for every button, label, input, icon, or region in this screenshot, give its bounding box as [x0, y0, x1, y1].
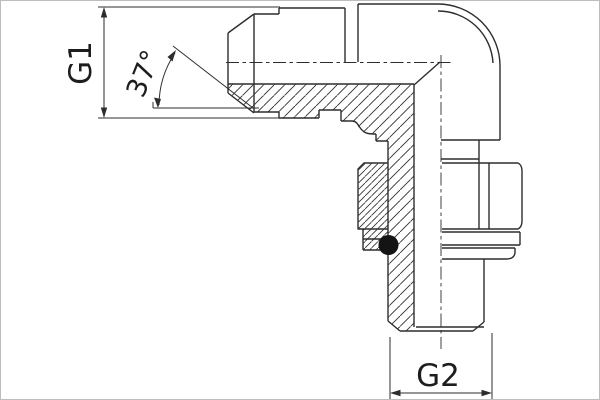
g2-extension-lines [389, 333, 493, 399]
bore-lines [228, 61, 441, 327]
hex-locknut [442, 162, 523, 230]
g1-label: G1 [63, 41, 99, 85]
angle-arrow-bottom [154, 97, 161, 108]
flare-cone [227, 13, 255, 114]
male-thread-top [254, 3, 438, 62]
body-section-hatch [228, 84, 414, 331]
g2-arrow-left [390, 389, 401, 397]
g2-dimension: G2 [389, 333, 493, 399]
body-right-wall [441, 66, 501, 163]
washer-ring-right [442, 231, 521, 260]
angle-label: 37° [121, 46, 168, 102]
g1-arrow-top [100, 7, 108, 18]
locknut-section-hatch [358, 163, 388, 250]
angle-baseline [152, 102, 259, 109]
o-ring [378, 235, 399, 255]
g1-dimension: G1 [63, 6, 280, 119]
fitting-outline [227, 3, 523, 332]
section-hatching [228, 84, 414, 331]
g1-arrow-bottom [100, 107, 108, 118]
centerlines [226, 55, 453, 349]
g2-label: G2 [416, 358, 460, 394]
elbow-bend [437, 3, 501, 67]
section-profile [254, 109, 485, 332]
angle-cone-extension-line [172, 45, 254, 109]
angle-arrow-top [167, 50, 176, 62]
locknut-section-outline [357, 162, 388, 251]
g2-arrow-right [481, 389, 492, 397]
g1-extension-lines [98, 6, 280, 119]
